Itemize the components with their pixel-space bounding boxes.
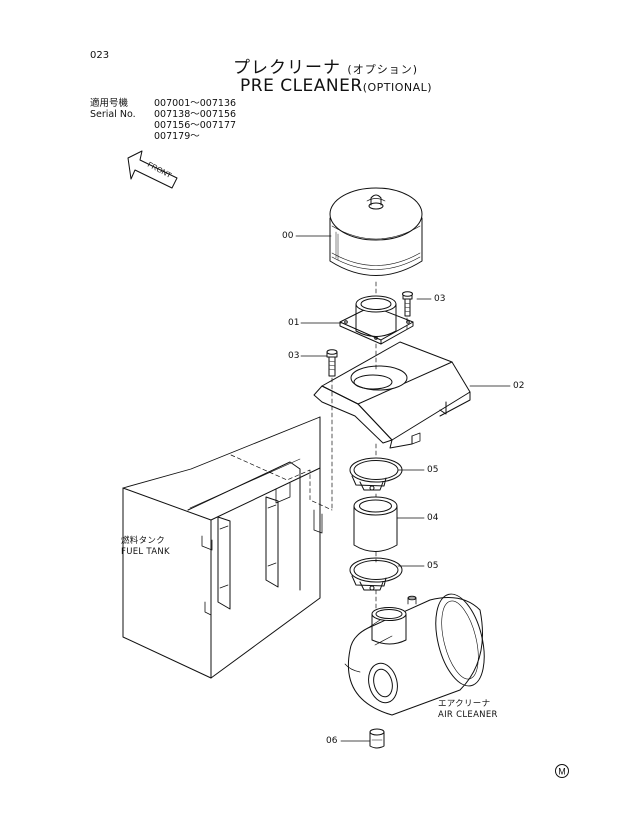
callout-03-upper: 03 <box>434 294 446 304</box>
title-en-option: (OPTIONAL) <box>362 81 433 94</box>
title-en-main: PRE CLEANER <box>240 76 363 96</box>
mounting-bracket <box>313 341 471 449</box>
callout-06: 06 <box>326 736 338 746</box>
air-cleaner-label-jp: エアクリーナ <box>438 699 491 709</box>
serial-label-en: Serial No. <box>90 109 136 120</box>
fuel-tank-label-en: FUEL TANK <box>121 547 170 557</box>
callout-leaders <box>295 235 511 742</box>
bolt-upper <box>402 291 413 317</box>
bolt-lower <box>326 349 338 377</box>
callout-03-lower: 03 <box>288 351 300 361</box>
serial-range: 007001～007136 <box>154 98 237 109</box>
hose-clamp-lower <box>349 557 403 591</box>
fuel-tank <box>122 416 333 679</box>
callout-04: 04 <box>427 513 439 523</box>
callout-02: 02 <box>513 381 525 391</box>
callout-01: 01 <box>288 318 300 328</box>
serial-range: 007179～ <box>154 131 200 142</box>
page-number: 023 <box>90 50 110 61</box>
callout-05-lower: 05 <box>427 561 439 571</box>
title-jp-main: プレクリーナ <box>233 58 341 78</box>
assembly-lines <box>331 281 408 611</box>
callout-00: 00 <box>282 231 294 241</box>
fuel-tank-label-jp: 燃料タンク <box>121 536 166 546</box>
vacuator-valve <box>369 728 385 749</box>
rubber-hose <box>353 496 398 552</box>
title-jp-option: (オプション) <box>347 63 418 76</box>
serial-label-jp: 適用号機 <box>90 98 129 109</box>
serial-range: 007138～007156 <box>154 109 237 120</box>
title-japanese: プレクリーナ (オプション) <box>233 60 418 77</box>
serial-range: 007156～007177 <box>154 120 237 131</box>
footer-mark: M <box>558 767 566 777</box>
air-cleaner <box>344 593 485 716</box>
hose-clamp-upper <box>349 457 403 491</box>
callout-05-upper: 05 <box>427 465 439 475</box>
pre-cleaner-cap <box>329 187 423 276</box>
flange-adapter <box>339 295 414 345</box>
title-english: PRE CLEANER(OPTIONAL) <box>240 78 432 95</box>
air-cleaner-label-en: AIR CLEANER <box>438 710 498 720</box>
footer-circle-mark: M <box>555 764 569 778</box>
front-arrow-icon: FRONT <box>127 150 178 189</box>
